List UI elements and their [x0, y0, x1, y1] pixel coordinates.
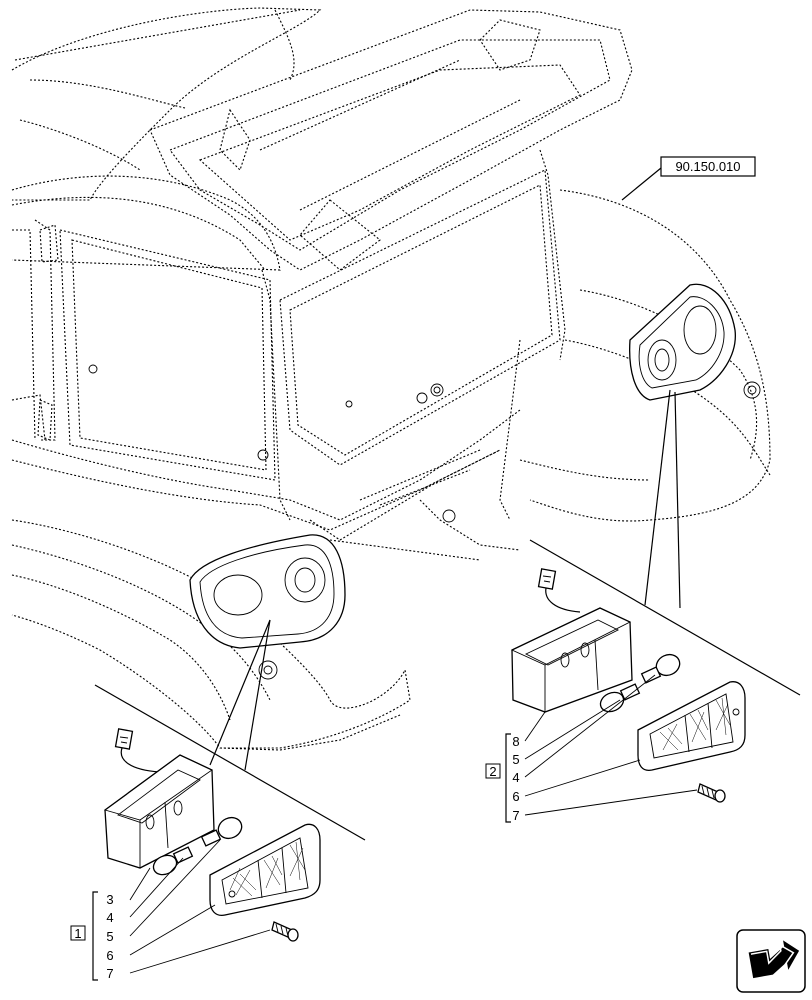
group-label-2: 2 [489, 764, 496, 779]
left-lamp-assembly: 1 3 4 5 6 7 [70, 728, 321, 981]
bulb-4-right [640, 653, 681, 684]
part-label-4-right: 4 [512, 770, 519, 785]
part-label-8-right: 8 [512, 734, 519, 749]
next-page-arrow-icon[interactable] [736, 929, 806, 993]
right-fender-outline [519, 189, 771, 522]
screw-7-left [271, 921, 299, 942]
connector-plug-right [537, 568, 557, 590]
reference-label: 90.150.010 [675, 159, 740, 174]
lamp-body-3 [104, 754, 215, 869]
part-label-5-left: 5 [106, 929, 113, 944]
part-label-3-left: 3 [106, 892, 113, 907]
reference-callout: 90.150.010 [660, 156, 756, 177]
reference-box [660, 156, 756, 177]
group-label-1: 1 [74, 926, 81, 941]
left-fender-outline [11, 519, 411, 751]
right-lamp-assembly: 2 8 5 4 6 7 [485, 568, 746, 823]
connector-plug [114, 728, 134, 750]
group-box-2 [485, 763, 501, 779]
part-label-5-right: 5 [512, 752, 519, 767]
part-label-6-left: 6 [106, 948, 113, 963]
leader-lines [94, 167, 801, 841]
screw-7-right [697, 783, 726, 803]
tractor-cab-outline [11, 7, 633, 561]
bulb-5-left [200, 816, 243, 847]
part-label-7-left: 7 [106, 966, 113, 981]
part-label-4-left: 4 [106, 910, 113, 925]
part-label-6-right: 6 [512, 789, 519, 804]
group-box-1 [70, 925, 86, 941]
part-label-7-right: 7 [512, 808, 519, 823]
